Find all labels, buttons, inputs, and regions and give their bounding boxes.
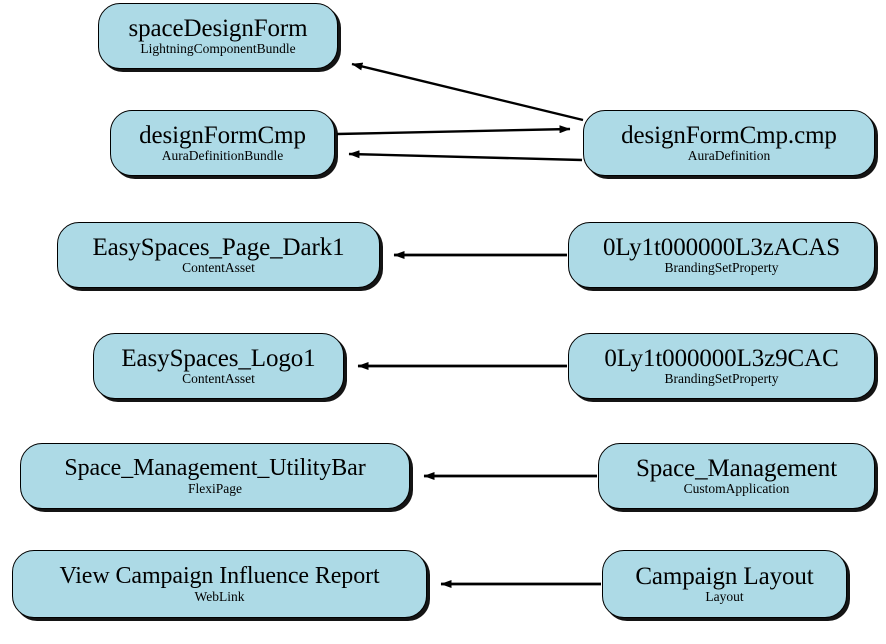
- node-designformcmp[interactable]: designFormCmp AuraDefinitionBundle: [110, 110, 335, 176]
- node-easyspaces-page-dark1[interactable]: EasySpaces_Page_Dark1 ContentAsset: [57, 222, 380, 288]
- node-easyspaces-logo1[interactable]: EasySpaces_Logo1 ContentAsset: [93, 333, 344, 399]
- node-campaign-layout[interactable]: Campaign Layout Layout: [602, 550, 847, 618]
- node-view-campaign-influence-report[interactable]: View Campaign Influence Report WebLink: [12, 550, 427, 618]
- node-title: spaceDesignForm: [128, 14, 308, 42]
- node-subtitle: AuraDefinitionBundle: [161, 148, 284, 164]
- node-subtitle: LightningComponentBundle: [140, 41, 296, 57]
- node-space-management[interactable]: Space_Management CustomApplication: [598, 443, 875, 509]
- node-title: EasySpaces_Page_Dark1: [92, 233, 345, 261]
- node-title: View Campaign Influence Report: [59, 563, 380, 590]
- node-subtitle: Layout: [705, 589, 744, 605]
- node-subtitle: AuraDefinition: [687, 148, 771, 164]
- node-title: Space_Management_UtilityBar: [64, 455, 366, 482]
- node-title: 0Ly1t000000L3z9CAC: [604, 344, 839, 372]
- node-subtitle: ContentAsset: [182, 371, 255, 387]
- edge-designformcmp-to-designformcmpcmp: [336, 125, 571, 136]
- node-brandingsetproperty-9cac[interactable]: 0Ly1t000000L3z9CAC BrandingSetProperty: [568, 333, 875, 399]
- edge-designformcmpcmp-to-spacedesignform: [351, 62, 584, 122]
- node-subtitle: BrandingSetProperty: [664, 371, 779, 387]
- node-title: EasySpaces_Logo1: [121, 344, 316, 372]
- node-title: Space_Management: [635, 454, 838, 482]
- node-title: designFormCmp: [139, 121, 306, 149]
- node-brandingsetproperty-acas[interactable]: 0Ly1t000000L3zACAS BrandingSetProperty: [568, 222, 875, 288]
- node-subtitle: ContentAsset: [182, 260, 255, 276]
- edge-designformcmpcmp-to-designformcmp: [348, 150, 583, 162]
- node-subtitle: BrandingSetProperty: [664, 260, 779, 276]
- node-subtitle: CustomApplication: [683, 481, 790, 497]
- node-subtitle: FlexiPage: [188, 480, 242, 496]
- node-title: Campaign Layout: [635, 562, 814, 590]
- node-subtitle: WebLink: [194, 588, 245, 604]
- node-title: 0Ly1t000000L3zACAS: [602, 233, 841, 261]
- node-title: designFormCmp.cmp: [621, 121, 837, 149]
- node-space-management-utilitybar[interactable]: Space_Management_UtilityBar FlexiPage: [20, 443, 410, 509]
- node-designformcmp-cmp[interactable]: designFormCmp.cmp AuraDefinition: [583, 110, 875, 176]
- node-spacedesignform[interactable]: spaceDesignForm LightningComponentBundle: [98, 3, 338, 69]
